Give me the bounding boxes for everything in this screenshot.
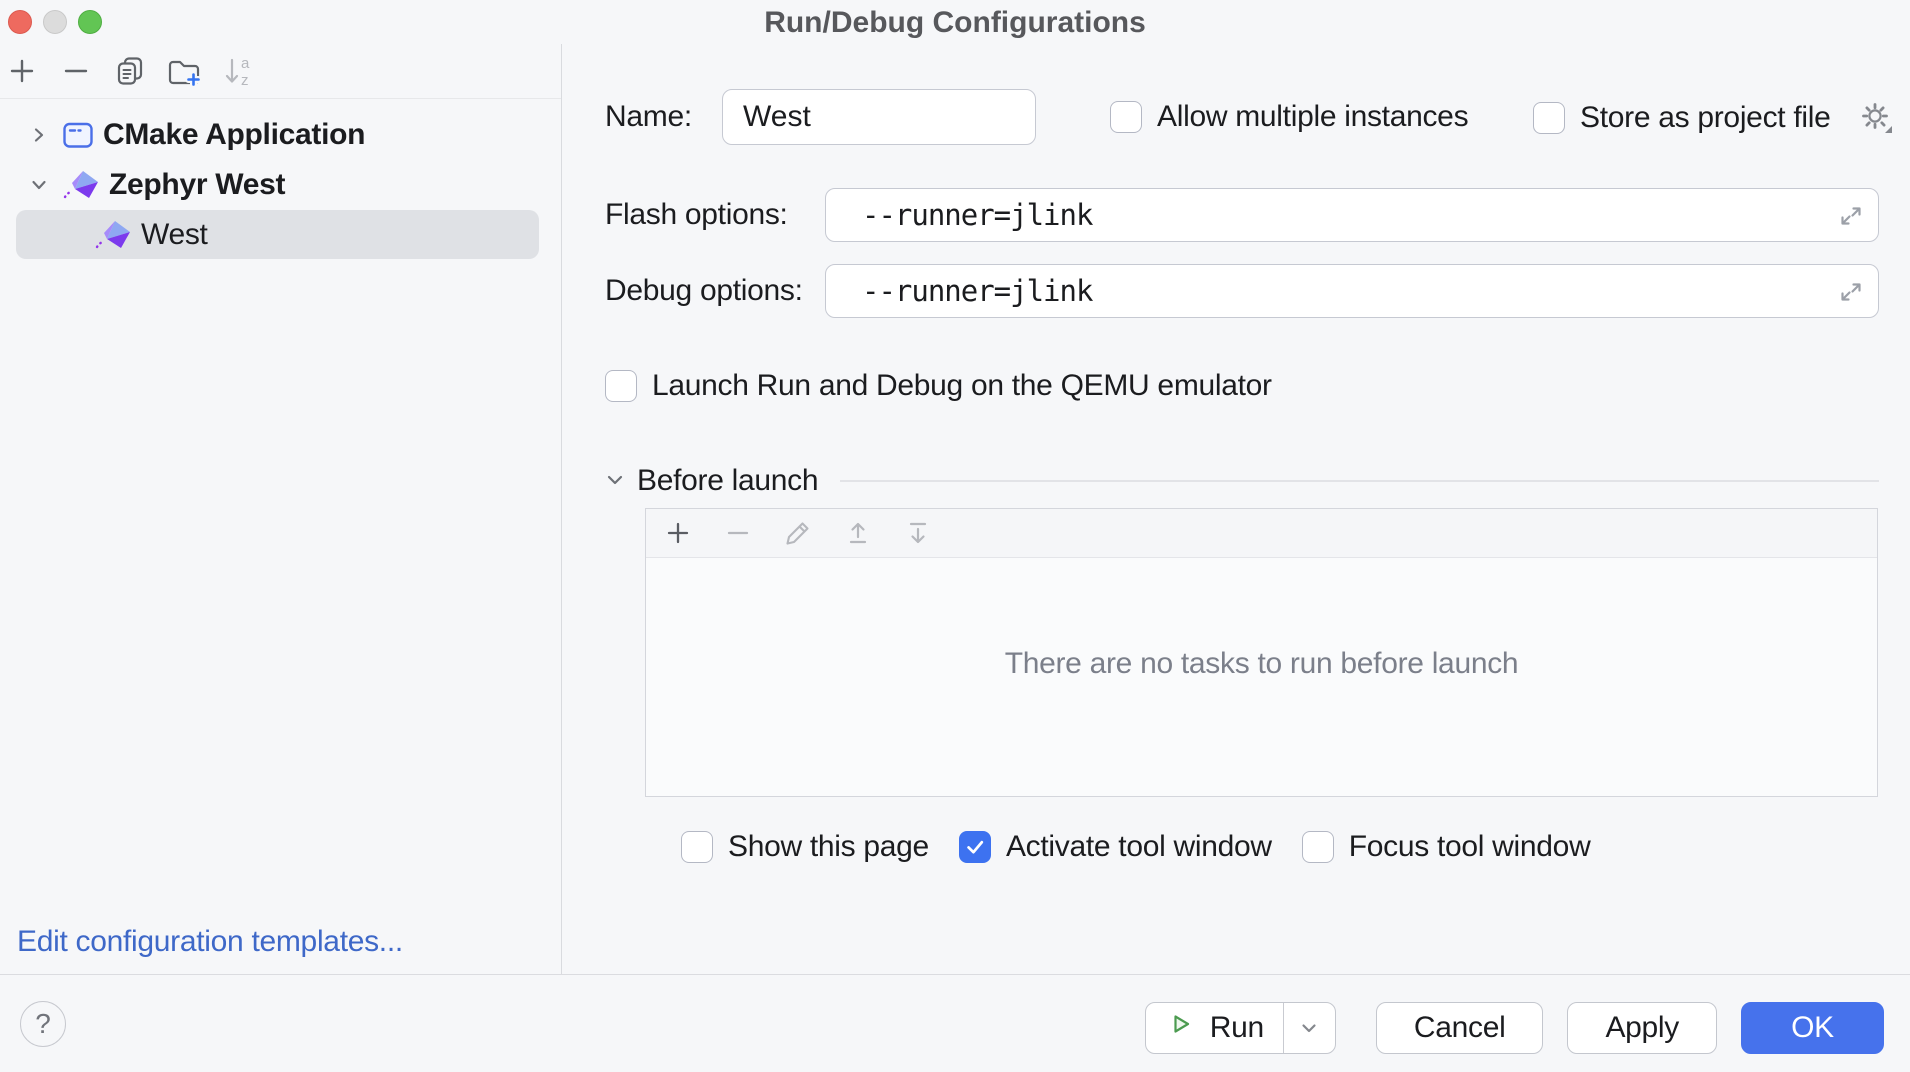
qemu-emulator-label: Launch Run and Debug on the QEMU emulato… <box>652 369 1272 402</box>
new-folder-icon[interactable] <box>166 54 201 89</box>
zephyr-west-icon <box>94 219 132 251</box>
show-this-page-option[interactable]: Show this page <box>681 830 929 864</box>
show-this-page-checkbox[interactable] <box>681 831 713 863</box>
dialog-footer: ? Run Cancel Apply OK <box>0 974 1910 1072</box>
run-button-label: Run <box>1209 1011 1264 1044</box>
before-launch-title: Before launch <box>637 464 819 497</box>
tree-item-west-selected[interactable]: West <box>16 210 539 259</box>
edit-configuration-templates-link[interactable]: Edit configuration templates... <box>17 925 403 958</box>
before-launch-toolbar <box>646 509 1877 558</box>
focus-tool-window-checkbox[interactable] <box>1301 831 1334 863</box>
apply-button[interactable]: Apply <box>1567 1002 1717 1054</box>
tree-item-label: Zephyr West <box>109 167 286 201</box>
configurations-tree: CMake Application Zephyr West <box>0 110 561 259</box>
add-configuration-icon[interactable] <box>4 54 39 89</box>
run-options-chevron-icon[interactable] <box>1284 1003 1335 1053</box>
page-options-row: Show this page Activate tool window Focu… <box>681 830 1591 864</box>
svg-text:a: a <box>241 55 250 72</box>
zoom-window-button[interactable] <box>78 10 102 34</box>
title-bar: Run/Debug Configurations <box>0 0 1910 44</box>
chevron-down-icon[interactable] <box>605 464 625 498</box>
before-launch-header[interactable]: Before launch <box>605 464 1879 498</box>
tree-item-cmake-application[interactable]: CMake Application <box>16 110 539 159</box>
zephyr-west-icon <box>62 169 100 201</box>
activate-tool-window-label: Activate tool window <box>1005 830 1272 863</box>
dialog-title: Run/Debug Configurations <box>764 6 1146 39</box>
allow-multiple-instances-option[interactable]: Allow multiple instances <box>1110 100 1469 134</box>
debug-options-label: Debug options: <box>605 274 803 307</box>
close-window-button[interactable] <box>8 10 32 34</box>
copy-configuration-icon[interactable] <box>112 54 147 89</box>
help-button[interactable]: ? <box>20 1001 66 1047</box>
show-this-page-label: Show this page <box>728 830 929 863</box>
flash-options-label: Flash options: <box>605 198 788 231</box>
question-mark-icon: ? <box>35 1008 51 1039</box>
traffic-lights <box>8 10 102 34</box>
chevron-right-icon[interactable] <box>28 126 50 144</box>
store-settings-gear-icon[interactable] <box>1858 100 1894 136</box>
run-play-icon <box>1167 1010 1195 1046</box>
tree-item-label: CMake Application <box>103 117 366 151</box>
store-as-project-file-checkbox[interactable] <box>1533 102 1565 134</box>
remove-task-icon <box>720 516 755 551</box>
configurations-sidebar: a z CMake Application <box>0 44 562 974</box>
ok-button[interactable]: OK <box>1741 1002 1884 1054</box>
edit-task-icon <box>780 516 815 551</box>
qemu-emulator-option[interactable]: Launch Run and Debug on the QEMU emulato… <box>605 369 1272 403</box>
footer-buttons: Run Cancel Apply OK <box>1144 1002 1884 1054</box>
expand-field-icon[interactable] <box>1836 277 1866 307</box>
svg-text:z: z <box>241 72 249 88</box>
minimize-window-button <box>43 10 67 34</box>
activate-tool-window-option[interactable]: Activate tool window <box>958 830 1272 864</box>
debug-options-field <box>825 264 1879 318</box>
remove-configuration-icon[interactable] <box>58 54 93 89</box>
qemu-emulator-checkbox[interactable] <box>605 370 637 402</box>
chevron-down-icon[interactable] <box>28 176 50 194</box>
expand-field-icon[interactable] <box>1836 201 1866 231</box>
store-as-project-file-option[interactable]: Store as project file <box>1533 100 1894 136</box>
before-launch-panel: There are no tasks to run before launch <box>645 508 1878 797</box>
sort-configurations-icon: a z <box>220 54 255 89</box>
flash-options-input[interactable] <box>826 189 1878 241</box>
focus-tool-window-option[interactable]: Focus tool window <box>1301 830 1591 864</box>
run-button-main[interactable]: Run <box>1146 1003 1283 1053</box>
flash-options-field <box>825 188 1879 242</box>
add-task-icon[interactable] <box>660 516 695 551</box>
allow-multiple-instances-label: Allow multiple instances <box>1157 100 1469 133</box>
focus-tool-window-label: Focus tool window <box>1348 830 1591 863</box>
activate-tool-window-checkbox[interactable] <box>958 831 991 863</box>
tree-item-label: West <box>141 217 208 251</box>
name-label: Name: <box>605 100 692 133</box>
debug-options-input[interactable] <box>826 265 1878 317</box>
before-launch-empty-text: There are no tasks to run before launch <box>1004 646 1519 680</box>
cancel-button[interactable]: Cancel <box>1375 1002 1544 1054</box>
name-input[interactable] <box>722 89 1036 145</box>
store-as-project-file-label: Store as project file <box>1580 101 1831 134</box>
move-task-down-icon <box>900 516 935 551</box>
cmake-application-icon <box>62 120 94 150</box>
move-task-up-icon <box>840 516 875 551</box>
run-split-button[interactable]: Run <box>1144 1002 1336 1054</box>
tree-item-zephyr-west[interactable]: Zephyr West <box>16 160 539 209</box>
run-button-divider <box>1282 1003 1284 1053</box>
sidebar-toolbar: a z <box>0 44 561 99</box>
allow-multiple-instances-checkbox[interactable] <box>1110 101 1142 133</box>
configuration-form: Name: Allow multiple instances Store as … <box>563 44 1910 974</box>
section-divider <box>840 480 1879 482</box>
